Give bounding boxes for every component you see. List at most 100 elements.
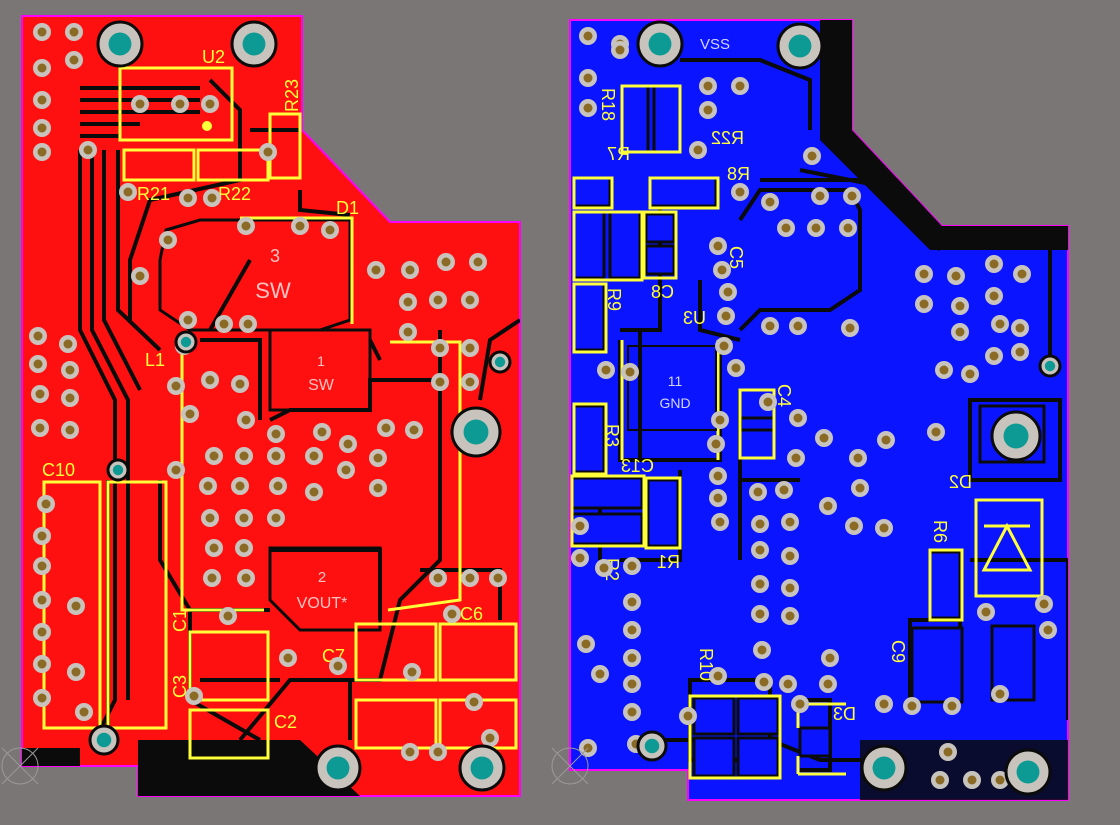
via-drill	[205, 513, 215, 523]
via-drill	[853, 453, 863, 463]
via-drill	[627, 625, 637, 635]
via-drill	[755, 609, 765, 619]
via-drill	[907, 701, 917, 711]
mounting-hole-drill	[872, 756, 896, 780]
via-drill	[735, 81, 745, 91]
mounting-hole-drill	[1016, 760, 1040, 784]
via-drill	[713, 493, 723, 503]
via-drill	[469, 697, 479, 707]
via-drill	[755, 545, 765, 555]
mounting-hole-drill	[112, 464, 124, 476]
mounting-hole-drill	[470, 756, 494, 780]
via-drill	[33, 359, 43, 369]
via-drill	[785, 583, 795, 593]
mounting-hole-drill	[644, 738, 660, 754]
via-drill	[283, 653, 293, 663]
via-drill	[793, 413, 803, 423]
via-drill	[575, 553, 585, 563]
bottom-vias	[571, 27, 1059, 789]
via-drill	[309, 451, 319, 461]
via-drill	[435, 377, 445, 387]
origin-markers	[1, 747, 589, 785]
via-drill	[239, 451, 249, 461]
top-layer-board: U2 R23 R21 R22 D1 L1 C10 C1 C3 C2 C7 C6 …	[21, 15, 521, 797]
via-drill	[683, 711, 693, 721]
via-drill	[595, 669, 605, 679]
via-drill	[433, 573, 443, 583]
via-drill	[433, 295, 443, 305]
via-drill	[35, 423, 45, 433]
bot-label-r18: R18	[598, 88, 618, 121]
top-label-u2: U2	[202, 47, 225, 67]
via-drill	[271, 513, 281, 523]
via-drill	[263, 147, 273, 157]
bot-label-r1: R1	[657, 552, 680, 572]
via-drill	[235, 379, 245, 389]
via-drill	[205, 99, 215, 109]
bot-label-c9: C9	[888, 640, 908, 663]
via-drill	[71, 667, 81, 677]
via-drill	[951, 271, 961, 281]
via-drill	[271, 429, 281, 439]
via-drill	[783, 679, 793, 689]
via-drill	[763, 397, 773, 407]
top-label-c10: C10	[42, 460, 75, 480]
top-label-c1: C1	[170, 609, 190, 632]
mounting-hole-drill	[463, 419, 489, 445]
via-drill	[713, 241, 723, 251]
via-drill	[183, 193, 193, 203]
via-drill	[995, 319, 1005, 329]
via-drill	[239, 513, 249, 523]
via-drill	[845, 323, 855, 333]
via-drill	[849, 521, 859, 531]
via-drill	[175, 99, 185, 109]
mounting-hole-drill	[108, 32, 132, 56]
via-drill	[943, 747, 953, 757]
via-drill	[433, 747, 443, 757]
via-drill	[37, 531, 47, 541]
via-drill	[447, 609, 457, 619]
via-drill	[721, 311, 731, 321]
via-drill	[435, 343, 445, 353]
via-drill	[341, 465, 351, 475]
via-drill	[205, 375, 215, 385]
via-drill	[847, 191, 857, 201]
via-drill	[465, 573, 475, 583]
via-drill	[583, 103, 593, 113]
via-drill	[373, 453, 383, 463]
via-drill	[243, 319, 253, 329]
bot-label-u3: U3	[683, 308, 706, 328]
bot-label-r22: R22	[711, 128, 744, 148]
pad-2-name: VOUT*	[297, 595, 348, 612]
via-drill	[163, 235, 173, 245]
via-drill	[939, 365, 949, 375]
mounting-hole-drill	[326, 756, 350, 780]
via-drill	[627, 707, 637, 717]
via-drill	[83, 145, 93, 155]
via-drill	[807, 151, 817, 161]
via-drill	[785, 551, 795, 561]
via-drill	[779, 485, 789, 495]
pin1-marker	[202, 121, 212, 131]
via-drill	[465, 377, 475, 387]
via-drill	[599, 563, 609, 573]
via-drill	[209, 543, 219, 553]
bot-label-c4: C4	[774, 384, 794, 407]
via-drill	[947, 701, 957, 711]
top-label-r23: R23	[282, 79, 302, 112]
via-drill	[955, 327, 965, 337]
via-drill	[209, 451, 219, 461]
via-drill	[333, 661, 343, 671]
pad-1-name: SW	[308, 377, 335, 394]
mounting-hole-drill	[788, 34, 812, 58]
via-drill	[37, 595, 47, 605]
via-drill	[879, 699, 889, 709]
u3-pad-name: GND	[659, 395, 690, 411]
bot-label-d3: D3	[833, 704, 856, 724]
via-drill	[819, 433, 829, 443]
via-drill	[37, 561, 47, 571]
via-drill	[625, 367, 635, 377]
via-drill	[239, 543, 249, 553]
